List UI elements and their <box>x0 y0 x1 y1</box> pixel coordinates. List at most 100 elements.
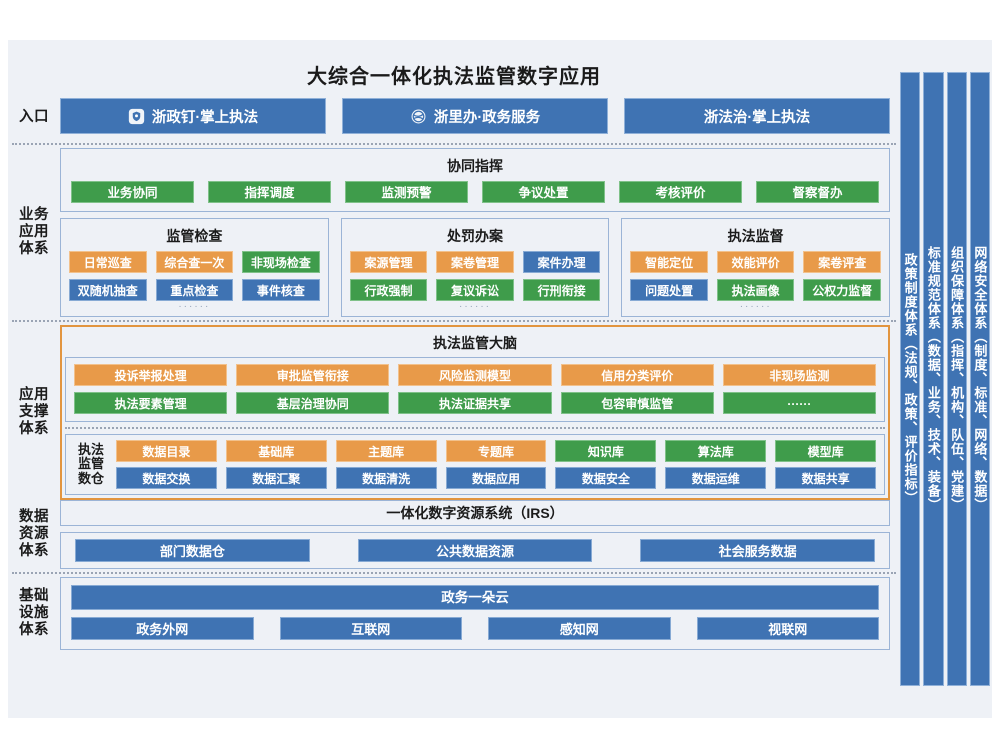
rail-label-support: 应用 支撑 体系 <box>8 325 60 500</box>
chip-bumenshujucang[interactable]: 部门数据仓 <box>75 539 310 562</box>
rail-data-line3: 体系 <box>19 542 49 559</box>
chip-zhishiku[interactable]: 知识库 <box>555 440 657 462</box>
chip-jicengzhiliuxietong[interactable]: 基层治理协同 <box>236 392 390 414</box>
chip-shujugongxiang[interactable]: 数据共享 <box>775 467 877 489</box>
chip-fuyisusong[interactable]: 复议诉讼 <box>436 279 514 301</box>
divider-support-data <box>65 427 885 429</box>
group-title-zhifajiandu: 执法监督 <box>727 228 784 244</box>
chip-shenpijianguanxianjie[interactable]: 审批监管衔接 <box>236 364 390 386</box>
divider-data-infra <box>12 572 896 574</box>
pillar-policy-system[interactable]: 政策制度体系（法规、政策、评价指标） <box>900 72 921 686</box>
chip-anjuanguanli[interactable]: 案卷管理 <box>436 251 514 273</box>
chip-anjianbanli[interactable]: 案件办理 <box>522 251 601 273</box>
chip-moxingku[interactable]: 模型库 <box>775 440 877 462</box>
chip-duchadubanl[interactable]: 督察督办 <box>756 181 879 203</box>
pillar-standard-system[interactable]: 标准规范体系（数据、业务、技术、装备） <box>923 72 944 686</box>
entry-label-zheliban: 浙里办·政务服务 <box>433 109 541 126</box>
application-support-section: 应用 支撑 体系 执法监管大脑 投诉举报处理 <box>8 325 900 500</box>
coordination-chip-row: 业务协同 指挥调度 监测预警 争议处置 考核评价 督察督办 <box>71 181 879 203</box>
chip-shujuqingxi[interactable]: 数据清洗 <box>335 467 437 489</box>
group-panel-jianguanjiancha: 监管检查 日常巡查 综合查一次 非现场检查 双随机抽查 <box>60 218 329 317</box>
chip-zhifahuaxiang[interactable]: 执法画像 <box>716 279 795 301</box>
warehouse-row1: 数据目录 基础库 主题库 专题库 知识库 算法库 模型库 <box>116 440 877 462</box>
group-title-chufabanan: 处罚办案 <box>447 228 503 244</box>
entry-card-zheliban[interactable]: 浙里办·政务服务 <box>342 98 608 134</box>
chip-zhengwuwaiwang[interactable]: 政务外网 <box>71 617 254 640</box>
group0-row2: 双随机抽查 重点检查 事件核查 <box>69 279 320 301</box>
chip-jianceyujing[interactable]: 监测预警 <box>345 181 468 203</box>
chip-shilianwang[interactable]: 视联网 <box>696 617 879 640</box>
chip-feixianchangjiance[interactable]: 非现场监测 <box>722 364 877 386</box>
rail-data-line1: 数据 <box>19 509 49 526</box>
chip-xinyongfenleipingjia[interactable]: 信用分类评价 <box>560 364 714 386</box>
chip-zhengyichuzhi[interactable]: 争议处置 <box>482 181 605 203</box>
group-panel-zhifajiandu: 执法监督 智能定位 效能评价 案卷评查 问题处置 执 <box>621 218 891 317</box>
entry-card-zhefazhi[interactable]: 浙法治·掌上执法 <box>624 98 890 134</box>
group0-ellipsis: ······ <box>178 301 211 312</box>
chip-zhongdianjiancha[interactable]: 重点检查 <box>155 279 234 301</box>
chip-shujuhuiju[interactable]: 数据汇聚 <box>225 467 327 489</box>
coordination-panel: 协同指挥 业务协同 指挥调度 监测预警 争议处置 考核评价 督察督办 <box>60 148 890 212</box>
chip-baorongshenshenjianguan[interactable]: 包容审慎监管 <box>560 392 714 414</box>
chip-shujuyingyong[interactable]: 数据应用 <box>445 467 547 489</box>
group-title-jianguanjiancha: 监管检查 <box>166 228 223 244</box>
chip-xingzhengqiangzhi[interactable]: 行政强制 <box>349 279 428 301</box>
chip-gongquanlijiandu[interactable]: 公权力监督 <box>803 279 882 301</box>
chip-tousujubaochuli[interactable]: 投诉举报处理 <box>74 364 228 386</box>
chip-shuangsuijichouzha[interactable]: 双随机抽查 <box>69 279 147 301</box>
pillar-network-security-system[interactable]: 网络安全体系（制度、标准、网络、数据） <box>969 72 990 686</box>
main-column: 大综合一体化执法监管数字应用 入口 <box>8 40 900 718</box>
chip-shehuifuwushuju[interactable]: 社会服务数据 <box>640 539 876 562</box>
chip-zhihuidiaodu[interactable]: 指挥调度 <box>208 181 331 203</box>
warehouse-label-line1: 执法 <box>77 441 104 457</box>
rail-infra-line3: 体系 <box>19 621 49 638</box>
chip-xingxingxianjie[interactable]: 行刑衔接 <box>522 279 601 301</box>
group2-ellipsis: ······ <box>739 301 772 312</box>
chip-kaohepingjia[interactable]: 考核评价 <box>619 181 742 203</box>
chip-anjuanpingcha[interactable]: 案卷评查 <box>803 251 882 273</box>
brain-row1: 投诉举报处理 审批监管衔接 风险监测模型 信用分类评价 非现场监测 <box>74 364 877 386</box>
chip-shujujiaohuan[interactable]: 数据交换 <box>116 467 217 489</box>
chip-yewuxietong[interactable]: 业务协同 <box>71 181 194 203</box>
rail-support-line2: 支撑 <box>19 404 49 421</box>
chip-gonggongshujuziyuan[interactable]: 公共数据资源 <box>357 539 593 562</box>
pillar-organization-system[interactable]: 组织保障体系（指挥、机构、队伍、党建） <box>946 72 967 686</box>
chip-shijianhezha[interactable]: 事件核查 <box>242 279 320 301</box>
warehouse-label: 执法 监管 数仓 <box>74 441 108 487</box>
chip-shujuyunwei[interactable]: 数据运维 <box>665 467 767 489</box>
rail-label-data: 数据 资源 体系 <box>8 500 60 569</box>
chip-zongheichayici[interactable]: 综合查一次 <box>155 251 234 273</box>
rail-infra-line2: 设施 <box>19 605 49 622</box>
chip-shujuanquan[interactable]: 数据安全 <box>555 467 657 489</box>
chip-zhifayaosuguanli[interactable]: 执法要素管理 <box>74 392 228 414</box>
chip-anyuanguanli[interactable]: 案源管理 <box>349 251 428 273</box>
warehouse-label-line2: 监管 <box>77 456 104 472</box>
chip-fengxianjiancemoxing[interactable]: 风险监测模型 <box>398 364 552 386</box>
infrastructure-panel: 政务一朵云 政务外网 互联网 感知网 视联网 <box>60 577 890 650</box>
rail-label-business: 业务 应用 体系 <box>8 148 60 317</box>
chip-xiaonengpingjia[interactable]: 效能评价 <box>716 251 795 273</box>
business-group-row: 监管检查 日常巡查 综合查一次 非现场检查 双随机抽查 <box>60 212 891 317</box>
chip-richangxunzha[interactable]: 日常巡查 <box>69 251 147 273</box>
resource-panel: 部门数据仓 公共数据资源 社会服务数据 <box>60 532 890 569</box>
chip-brain-ellipsis[interactable]: ······ <box>722 392 877 414</box>
chip-zhutiku[interactable]: 主题库 <box>335 440 437 462</box>
chip-hulianwang[interactable]: 互联网 <box>279 617 462 640</box>
chip-zhengwuyiduoyun[interactable]: 政务一朵云 <box>71 585 879 610</box>
chip-suanfaku[interactable]: 算法库 <box>665 440 767 462</box>
entry-card-zhezhengding[interactable]: 浙政钉·掌上执法 <box>60 98 326 134</box>
chip-zhifazhengjugongxiang[interactable]: 执法证据共享 <box>398 392 552 414</box>
resource-chip-row: 部门数据仓 公共数据资源 社会服务数据 <box>75 539 876 562</box>
data-resource-section: 数据 资源 体系 一体化数字资源系统（IRS） 部门数据仓 公共数据资源 社会服… <box>8 500 900 569</box>
chip-wentichuzhi[interactable]: 问题处置 <box>630 279 708 301</box>
group0-row1: 日常巡查 综合查一次 非现场检查 <box>69 251 320 273</box>
brain-title: 执法监管大脑 <box>433 335 517 351</box>
chip-zhuantiku[interactable]: 专题库 <box>445 440 547 462</box>
entry-label-zhezhengding: 浙政钉·掌上执法 <box>151 109 259 126</box>
chip-feixianchangjiancha[interactable]: 非现场检查 <box>242 251 320 273</box>
group2-row2: 问题处置 执法画像 公权力监督 <box>630 279 882 301</box>
chip-jichuku[interactable]: 基础库 <box>225 440 327 462</box>
chip-ganzhiwang[interactable]: 感知网 <box>488 617 671 640</box>
chip-zhinengdingwei[interactable]: 智能定位 <box>630 251 708 273</box>
chip-shujumulu[interactable]: 数据目录 <box>116 440 217 462</box>
